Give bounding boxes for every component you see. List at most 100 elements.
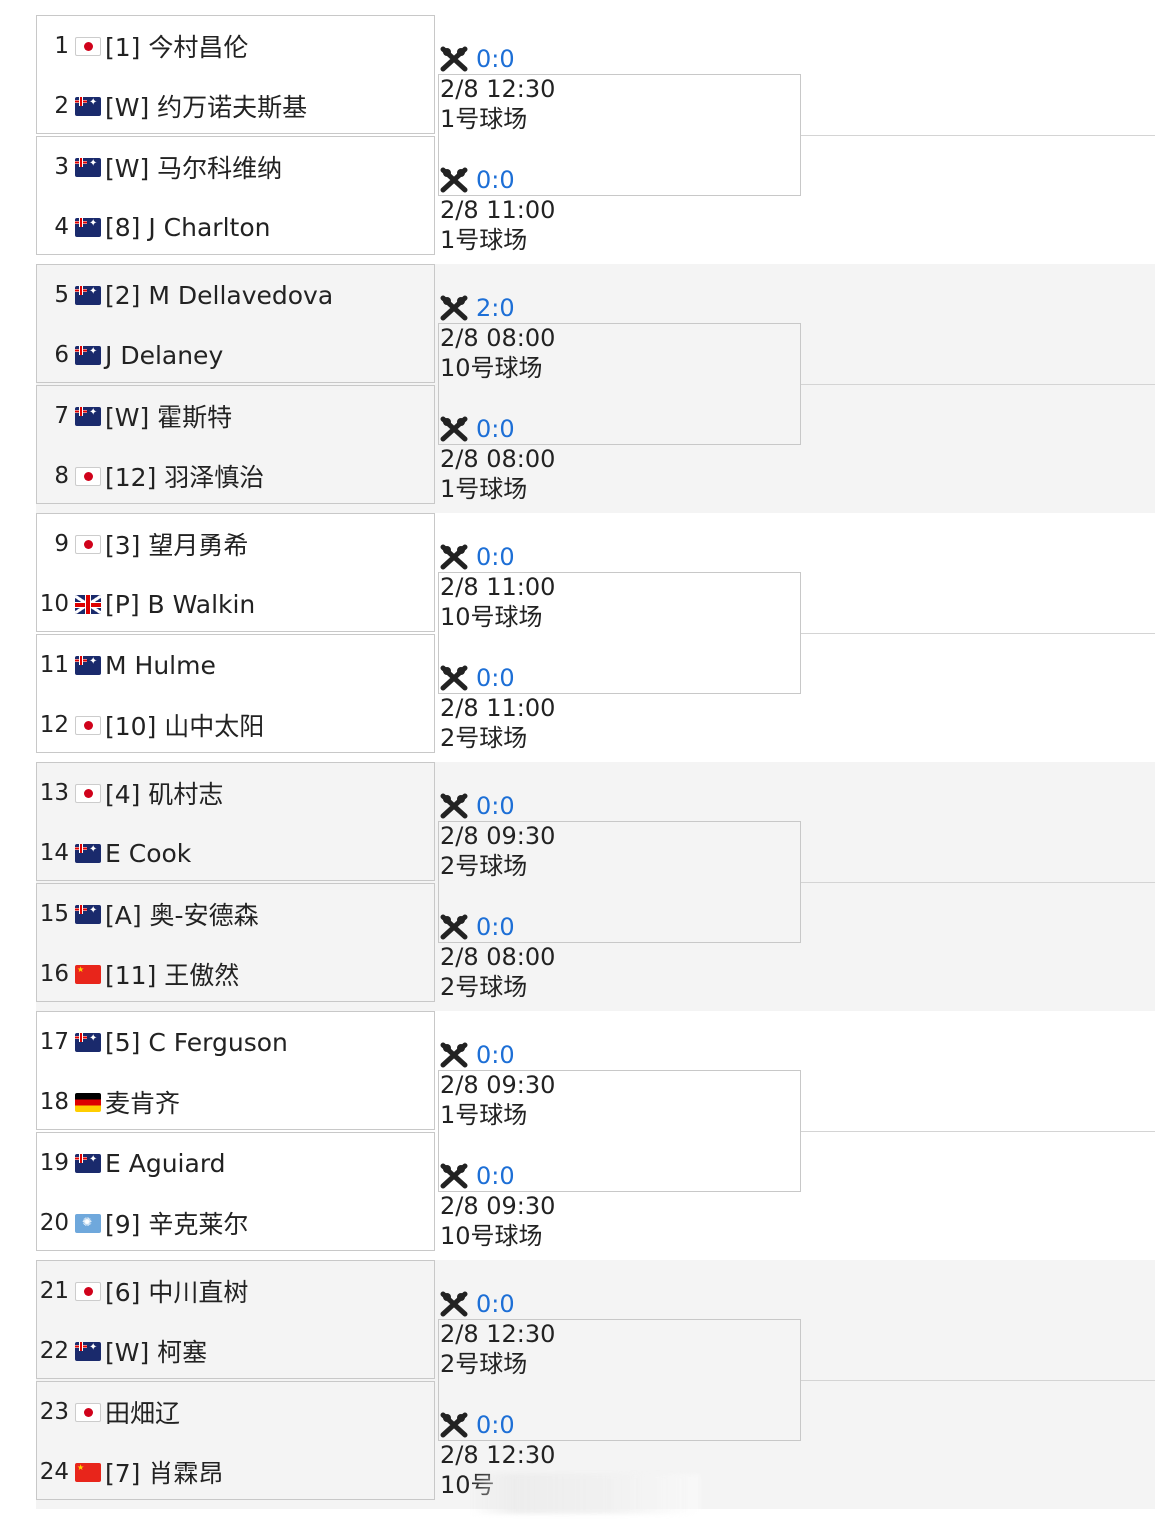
player-name[interactable]: [10] 山中太阳 bbox=[105, 712, 265, 741]
player-row[interactable]: 6 J Delaney bbox=[37, 339, 223, 371]
player-row[interactable]: 9[3] 望月勇希 bbox=[37, 528, 248, 560]
crossed-rackets-icon bbox=[440, 544, 468, 570]
next-round-slot bbox=[438, 1319, 801, 1441]
player-row[interactable]: 5[2] M Dellavedova bbox=[37, 279, 333, 311]
player-name[interactable]: [12] 羽泽慎治 bbox=[105, 463, 265, 492]
draw-position: 11 bbox=[39, 652, 69, 678]
match-score[interactable]: 0:0 bbox=[476, 664, 515, 692]
player-name[interactable]: [3] 望月勇希 bbox=[105, 531, 249, 560]
match-score[interactable]: 0:0 bbox=[476, 792, 515, 820]
player-name[interactable]: E Aguiard bbox=[105, 1148, 226, 1178]
player-row[interactable]: 2[W] 约万诺夫斯基 bbox=[37, 90, 307, 122]
player-name[interactable]: [8] J Charlton bbox=[105, 212, 271, 242]
next-round-slot bbox=[438, 74, 801, 196]
player-row[interactable]: 10[P] B Walkin bbox=[37, 588, 256, 620]
player-name[interactable]: J Delaney bbox=[105, 340, 224, 370]
player-row[interactable]: 18 麦肯齐 bbox=[37, 1086, 180, 1118]
match-time: 2/8 11:00 bbox=[440, 694, 556, 722]
match-time: 2/8 11:00 bbox=[440, 196, 556, 224]
au-flag-icon bbox=[75, 1153, 101, 1173]
player-row[interactable]: 16[11] 王傲然 bbox=[37, 958, 240, 990]
player-row[interactable]: 20[9] 辛克莱尔 bbox=[37, 1207, 249, 1239]
player-row[interactable]: 21[6] 中川直树 bbox=[37, 1275, 249, 1307]
player-pair-box: 7 [W] 霍斯特 8[12] 羽泽慎治 bbox=[36, 385, 435, 504]
player-name[interactable]: [P] B Walkin bbox=[105, 589, 256, 619]
player-name[interactable]: M Hulme bbox=[105, 650, 216, 680]
player-row[interactable]: 23 田畑辽 bbox=[37, 1396, 180, 1428]
player-name[interactable]: [11] 王傲然 bbox=[105, 961, 240, 990]
draw-position: 3 bbox=[54, 154, 69, 180]
player-name[interactable]: [7] 肖霖昂 bbox=[105, 1459, 224, 1488]
next-round-slot bbox=[438, 323, 801, 445]
player-row[interactable]: 4[8] J Charlton bbox=[37, 211, 270, 243]
match-score[interactable]: 0:0 bbox=[476, 166, 515, 194]
player-row[interactable]: 14 E Cook bbox=[37, 837, 192, 869]
player-row[interactable]: 1[1] 今村昌伦 bbox=[37, 30, 248, 62]
crossed-rackets-icon bbox=[440, 1042, 468, 1068]
match-court: 10号球场 bbox=[440, 603, 543, 631]
match-score[interactable]: 0:0 bbox=[476, 1041, 515, 1069]
jp-flag-icon bbox=[75, 36, 101, 56]
player-row[interactable]: 12 [10] 山中太阳 bbox=[37, 709, 265, 741]
match-score[interactable]: 0:0 bbox=[476, 1411, 515, 1439]
player-name[interactable]: [W] 马尔科维纳 bbox=[105, 154, 283, 183]
match-score[interactable]: 0:0 bbox=[476, 1162, 515, 1190]
crossed-rackets-icon bbox=[440, 1291, 468, 1317]
draw-position: 13 bbox=[39, 780, 69, 806]
match-court: 2号球场 bbox=[440, 852, 528, 880]
match-score[interactable]: 0:0 bbox=[476, 415, 515, 443]
player-name[interactable]: [W] 霍斯特 bbox=[105, 403, 233, 432]
draw-position: 17 bbox=[39, 1029, 69, 1055]
player-name[interactable]: 田畑辽 bbox=[105, 1399, 181, 1428]
match-score[interactable]: 0:0 bbox=[476, 543, 515, 571]
next-round-slot bbox=[438, 821, 801, 943]
player-name[interactable]: [1] 今村昌伦 bbox=[105, 33, 249, 62]
match-score[interactable]: 0:0 bbox=[476, 45, 515, 73]
draw-position: 7 bbox=[54, 403, 69, 429]
player-row[interactable]: 19 E Aguiard bbox=[37, 1147, 226, 1179]
player-name[interactable]: [A] 奥-安德森 bbox=[105, 901, 259, 930]
match-score[interactable]: 2:0 bbox=[476, 294, 515, 322]
match-time: 2/8 08:00 bbox=[440, 943, 556, 971]
player-name[interactable]: E Cook bbox=[105, 838, 192, 868]
player-name[interactable]: [5] C Ferguson bbox=[105, 1027, 288, 1057]
crossed-rackets-icon bbox=[440, 295, 468, 321]
player-name[interactable]: [W] 约万诺夫斯基 bbox=[105, 93, 308, 122]
player-row[interactable]: 15[A] 奥-安德森 bbox=[37, 898, 259, 930]
au-flag-icon bbox=[75, 1341, 101, 1361]
player-name[interactable]: [6] 中川直树 bbox=[105, 1278, 249, 1307]
au-flag-icon bbox=[75, 1032, 101, 1052]
player-name[interactable]: [2] M Dellavedova bbox=[105, 280, 334, 310]
player-row[interactable]: 22[W] 柯塞 bbox=[37, 1335, 207, 1367]
player-row[interactable]: 17 [5] C Ferguson bbox=[37, 1026, 288, 1058]
player-pair-box: 15[A] 奥-安德森 16[11] 王傲然 bbox=[36, 883, 435, 1002]
player-row[interactable]: 3 [W] 马尔科维纳 bbox=[37, 151, 282, 183]
jp-flag-icon bbox=[75, 1281, 101, 1301]
match-court: 10号球场 bbox=[440, 354, 543, 382]
player-row[interactable]: 13 [4] 矶村志 bbox=[37, 777, 224, 809]
player-row[interactable]: 24[7] 肖霖昂 bbox=[37, 1456, 224, 1488]
draw-position: 12 bbox=[39, 712, 69, 738]
player-row[interactable]: 11 M Hulme bbox=[37, 649, 216, 681]
gb-flag-icon bbox=[75, 594, 101, 614]
player-name[interactable]: 麦肯齐 bbox=[105, 1089, 181, 1118]
player-name[interactable]: [4] 矶村志 bbox=[105, 780, 224, 809]
match-score[interactable]: 0:0 bbox=[476, 1290, 515, 1318]
draw-position: 19 bbox=[39, 1150, 69, 1176]
player-name[interactable]: [W] 柯塞 bbox=[105, 1338, 208, 1367]
player-row[interactable]: 8[12] 羽泽慎治 bbox=[37, 460, 264, 492]
match-score[interactable]: 0:0 bbox=[476, 913, 515, 941]
player-name[interactable]: [9] 辛克莱尔 bbox=[105, 1210, 249, 1239]
player-row[interactable]: 7 [W] 霍斯特 bbox=[37, 400, 232, 432]
